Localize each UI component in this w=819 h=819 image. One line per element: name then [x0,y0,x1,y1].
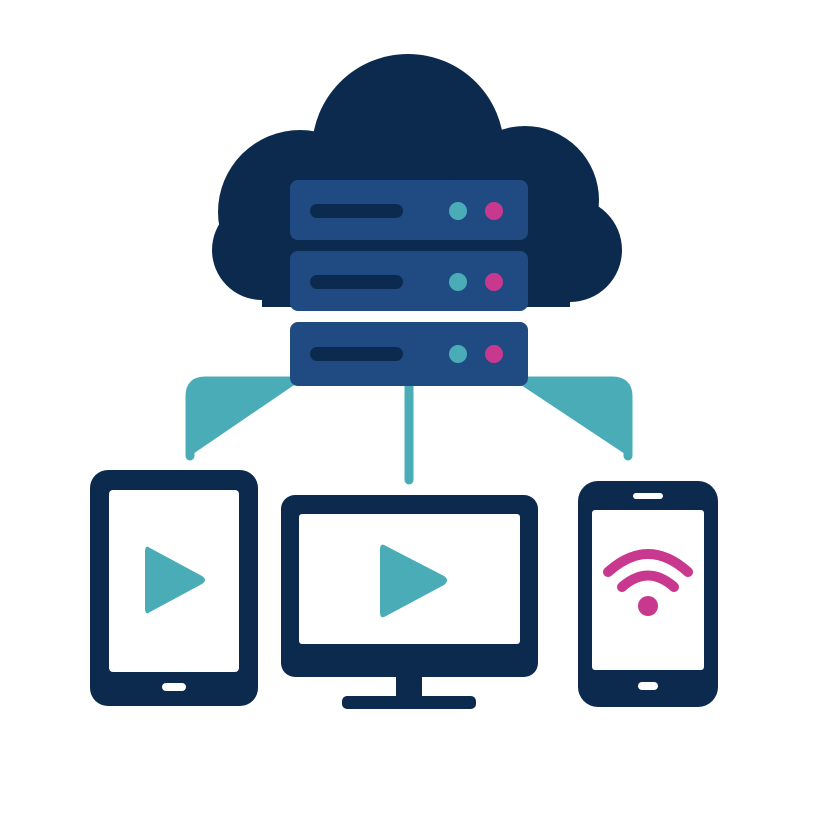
connector-to-smartphone [510,376,633,461]
wifi-icon [603,549,693,616]
monitor-neck [396,675,422,699]
status-light-magenta [485,345,503,363]
status-light-teal [449,273,467,291]
server-unit [290,251,528,311]
tablet-home-button [162,683,186,691]
smartphone-device [578,481,718,707]
desktop-monitor-device [281,495,538,709]
server-unit [290,322,528,386]
status-light-teal [449,202,467,220]
phone-screen [592,510,704,670]
status-light-magenta [485,202,503,220]
play-icon [380,544,447,618]
server-stack-icon [290,180,528,386]
status-light-teal [449,345,467,363]
phone-home-button [638,682,658,690]
phone-speaker [633,493,663,499]
status-light-magenta [485,273,503,291]
monitor-base [342,696,476,709]
connector-lines [185,376,633,485]
server-unit [290,180,528,240]
connector-to-tablet [185,376,305,461]
play-icon [145,546,205,614]
tablet-device [90,470,258,706]
